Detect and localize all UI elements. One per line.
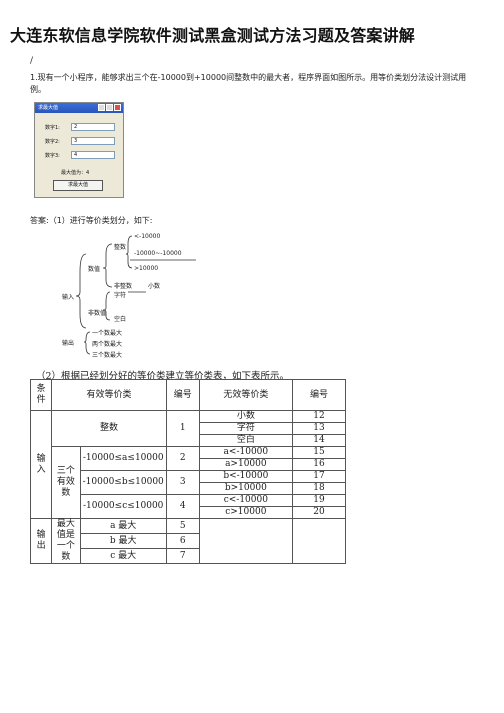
table-row: 输出 最大值是一个数 a 最大 5 — [29, 518, 347, 564]
document-title: 大连东软信息学院软件测试黑盒测试方法习题及答案讲解 — [10, 26, 416, 45]
invalid-cell: c>10000 — [198, 506, 293, 519]
output-cell: a 最大 — [79, 518, 167, 534]
window-titlebar: 求最大值 — [35, 103, 123, 113]
invalid-no: 16 — [291, 458, 347, 471]
tree-nonnumeric: 非数值 — [88, 310, 107, 317]
invalid-cell: a>10000 — [198, 458, 293, 471]
label-num1: 数字1: — [45, 125, 60, 131]
maximize-icon — [106, 104, 113, 111]
three-valid-cell: 三个有效数 — [51, 446, 81, 519]
question-text: 1.现有一个小程序，能够求出三个在-10000到+10000间整数中的最大者，程… — [30, 73, 467, 94]
input-num1: 2 — [71, 123, 115, 131]
th-invalid-no: 编号 — [291, 379, 347, 411]
max-button: 求最大值 — [53, 180, 103, 191]
tree-blank: 空白 — [114, 316, 127, 323]
tree-out-2: 两个数最大 — [92, 341, 123, 348]
tree-char: 字符 — [114, 292, 127, 299]
empty-cell — [291, 518, 347, 564]
table-row: b>10000 18 — [31, 482, 347, 495]
input-num3: 4 — [71, 151, 115, 159]
tree-out-1: 一个数最大 — [92, 330, 123, 337]
answer-1: 答案:（1）进行等价类划分，如下: — [30, 216, 153, 225]
label-num3: 数字3: — [45, 153, 60, 159]
range-no: 4 — [165, 494, 200, 519]
answer-2: （2）根据已经划分好的等价类建立等价类表，如下表所示。 — [36, 371, 290, 382]
invalid-no: 14 — [291, 434, 347, 447]
input-num2: 3 — [71, 137, 115, 145]
output-label: 输出 — [29, 518, 53, 564]
window-title: 求最大值 — [38, 105, 59, 111]
th-valid-no: 编号 — [165, 379, 200, 411]
output-no: 5 — [165, 518, 200, 534]
tree-output: 输出 — [62, 340, 75, 347]
invalid-cell: 小数 — [198, 410, 293, 423]
program-window-figure: 求最大值 数字1: 2 数字2: 3 数字3: 4 最大值为：4 求最大值 — [34, 102, 124, 198]
max-one-cell: 最大值是一个数 — [51, 518, 81, 564]
table-row: 输入 整数 1 小数 12 — [29, 410, 347, 519]
input-label: 输入 — [29, 410, 53, 519]
tree-noninteger: 非整数 — [114, 283, 133, 290]
tree-integer: 整数 — [114, 244, 127, 251]
empty-cell — [198, 518, 293, 564]
invalid-cell: b<-10000 — [198, 470, 293, 483]
range-cell: -10000≤b≤10000 — [79, 470, 167, 495]
invalid-cell: 空白 — [198, 434, 293, 447]
th-invalid: 无效等价类 — [198, 379, 293, 411]
tree-input: 输入 — [62, 294, 75, 301]
close-icon — [114, 104, 121, 111]
tree-int-leaf-3: >10000 — [134, 265, 159, 272]
invalid-cell: c<-10000 — [198, 494, 293, 507]
range-cell: -10000≤c≤10000 — [79, 494, 167, 519]
invalid-no: 12 — [291, 410, 347, 423]
table-row: 三个有效数 -10000≤a≤10000 2 a<-10000 15 — [31, 446, 347, 519]
partition-tree: 输入 数值 整数 <-10000 -10000~-10000 >10000 非整… — [56, 232, 256, 362]
th-valid: 有效等价类 — [51, 379, 167, 411]
invalid-cell: a<-10000 — [198, 446, 293, 459]
invalid-no: 20 — [291, 506, 347, 519]
invalid-cell: b>10000 — [198, 482, 293, 495]
invalid-no: 15 — [291, 446, 347, 459]
table-row: 字符 13 — [31, 422, 347, 435]
th-condition: 条件 — [29, 379, 53, 411]
tree-decimal: 小数 — [148, 283, 161, 290]
output-cell: b 最大 — [79, 533, 167, 549]
invalid-no: 13 — [291, 422, 347, 435]
output-no: 6 — [165, 533, 200, 549]
equivalence-table: 条件 有效等价类 编号 无效等价类 编号 输入 整数 1 小数 12 字符 13… — [29, 379, 347, 564]
range-no: 3 — [165, 470, 200, 495]
tree-int-leaf-1: <-10000 — [134, 233, 161, 240]
integer-no: 1 — [165, 410, 200, 447]
tree-int-leaf-2: -10000~-10000 — [134, 250, 182, 257]
table-header-row: 条件 有效等价类 编号 无效等价类 编号 — [29, 379, 347, 411]
invalid-no: 18 — [291, 482, 347, 495]
label-num2: 数字2: — [45, 139, 60, 145]
range-cell: -10000≤a≤10000 — [79, 446, 167, 471]
invalid-no: 17 — [291, 470, 347, 483]
tree-braces — [75, 235, 196, 355]
integer-cell: 整数 — [51, 410, 167, 447]
invalid-no: 19 — [291, 494, 347, 507]
minimize-icon — [98, 104, 105, 111]
invalid-cell: 字符 — [198, 422, 293, 435]
tree-numeric: 数值 — [88, 266, 101, 273]
result-text: 最大值为：4 — [61, 170, 90, 176]
table-row: c 最大 7 — [31, 548, 346, 564]
output-cell: c 最大 — [79, 548, 167, 564]
slash-mark: / — [30, 56, 34, 66]
tree-out-3: 三个数最大 — [92, 352, 123, 359]
range-no: 2 — [165, 446, 200, 471]
output-no: 7 — [165, 548, 200, 564]
